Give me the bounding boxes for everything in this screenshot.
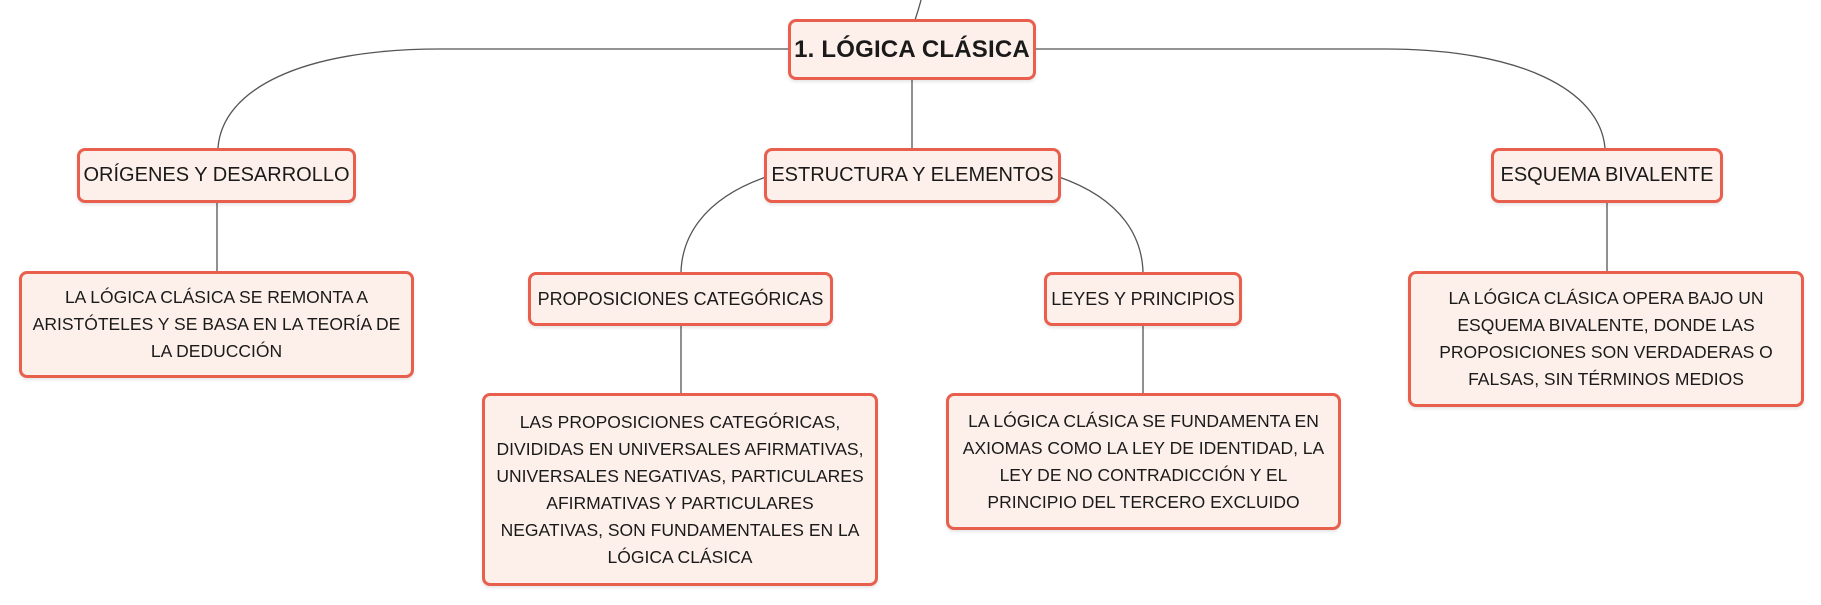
detail-leyes[interactable]: LA LÓGICA CLÁSICA SE FUNDAMENTA EN AXIOM… <box>946 393 1341 530</box>
connector-root-to-origenes <box>217 48 790 149</box>
detail-text: LA LÓGICA CLÁSICA SE REMONTA A ARISTÓTEL… <box>32 287 401 361</box>
topic-origenes-y-desarrollo[interactable]: ORÍGENES Y DESARROLLO <box>77 148 356 203</box>
connector-root-to-esquema <box>1035 48 1606 149</box>
connector-estructura-to-proposiciones <box>680 176 767 273</box>
connector-parent-to-root <box>914 0 922 21</box>
detail-text: LA LÓGICA CLÁSICA OPERA BAJO UN ESQUEMA … <box>1439 288 1773 389</box>
detail-origenes[interactable]: LA LÓGICA CLÁSICA SE REMONTA A ARISTÓTEL… <box>19 271 414 378</box>
topic-label: ESQUEMA BIVALENTE <box>1500 164 1714 186</box>
topic-esquema-bivalente[interactable]: ESQUEMA BIVALENTE <box>1491 148 1723 203</box>
detail-esquema[interactable]: LA LÓGICA CLÁSICA OPERA BAJO UN ESQUEMA … <box>1408 271 1804 407</box>
subtopic-label: LEYES Y PRINCIPIOS <box>1051 288 1235 309</box>
topic-estructura-y-elementos[interactable]: ESTRUCTURA Y ELEMENTOS <box>764 148 1061 203</box>
subtopic-proposiciones-categoricas[interactable]: PROPOSICIONES CATEGÓRICAS <box>528 272 833 326</box>
topic-label: ESTRUCTURA Y ELEMENTOS <box>771 164 1054 186</box>
detail-proposiciones[interactable]: LAS PROPOSICIONES CATEGÓRICAS, DIVIDIDAS… <box>482 393 878 586</box>
subtopic-leyes-y-principios[interactable]: LEYES Y PRINCIPIOS <box>1044 272 1242 326</box>
root-node-label: 1. LÓGICA CLÁSICA <box>794 35 1030 63</box>
detail-text: LAS PROPOSICIONES CATEGÓRICAS, DIVIDIDAS… <box>496 411 864 567</box>
detail-text: LA LÓGICA CLÁSICA SE FUNDAMENTA EN AXIOM… <box>962 410 1325 512</box>
root-node[interactable]: 1. LÓGICA CLÁSICA <box>788 19 1036 80</box>
connector-estructura-to-leyes <box>1058 176 1144 273</box>
subtopic-label: PROPOSICIONES CATEGÓRICAS <box>537 288 824 309</box>
topic-label: ORÍGENES Y DESARROLLO <box>83 164 350 186</box>
